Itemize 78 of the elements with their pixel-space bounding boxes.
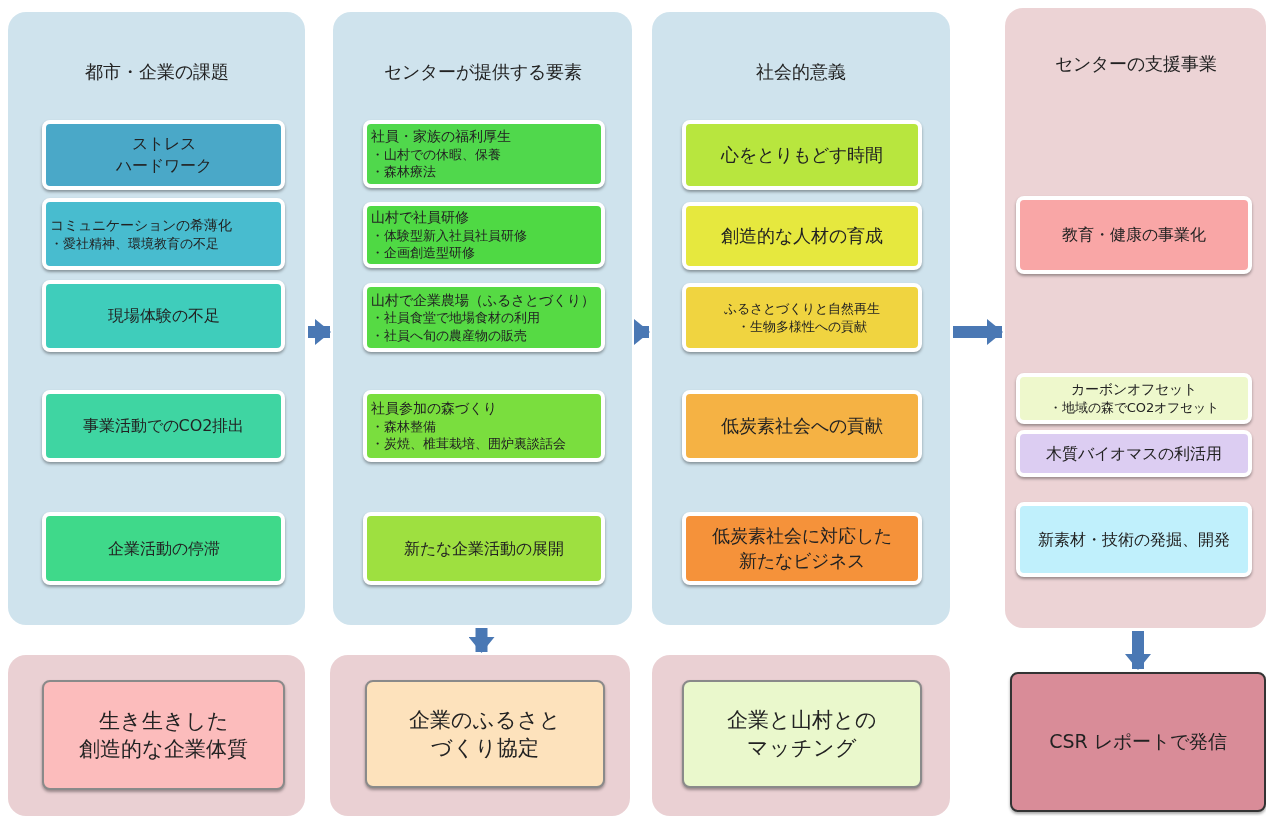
box-text: 低炭素社会に対応した [712, 524, 892, 549]
box-text: 創造的な企業体質 [79, 736, 248, 763]
box-text: 事業活動でのCO2排出 [82, 415, 245, 437]
box-text: CSR レポートで発信 [1049, 729, 1227, 755]
box-text: 新たなビジネス [739, 548, 865, 573]
box-text: づくり協定 [431, 735, 539, 762]
box-text: ハードワーク [115, 155, 212, 177]
box-text: ・森林整備 [371, 417, 436, 436]
item-box [363, 390, 605, 462]
box-text: コミュニケーションの希薄化 [50, 215, 232, 235]
item-box [682, 390, 922, 462]
column-panel [8, 12, 305, 625]
box-text: マッチング [747, 735, 857, 762]
box-text: 木質バイオマスの利活用 [1046, 442, 1222, 465]
box-text: 新素材・技術の発掘、開発 [1038, 528, 1230, 551]
box-text: ストレス [131, 133, 196, 155]
box-text: ・愛社精神、環境教育の不足 [50, 234, 219, 253]
box-text: ・炭焼、椎茸栽培、囲炉裏談話会 [371, 435, 566, 453]
box-text: 心をとりもどす時間 [721, 142, 883, 167]
box-text: 創造的な人材の育成 [721, 223, 883, 248]
box-text: 企業のふるさと [409, 706, 561, 734]
item-box [682, 202, 922, 270]
box-text: 現場体験の不足 [107, 305, 220, 327]
flow-arrow [953, 319, 1003, 345]
column-panel [652, 12, 950, 625]
item-box [1016, 196, 1252, 274]
item-box [1016, 502, 1252, 577]
box-text: 教育・健康の事業化 [1062, 224, 1206, 246]
flow-arrow [308, 319, 331, 345]
item-box [42, 198, 285, 270]
box-text: 企業と山村との [727, 706, 877, 734]
item-box [42, 120, 285, 190]
item-box [42, 512, 285, 585]
box-text: ・社員へ旬の農産物の販売 [371, 326, 527, 345]
flow-arrow [468, 628, 495, 653]
box-text: 新たな企業活動の展開 [404, 537, 564, 560]
item-box [42, 390, 285, 462]
box-text: ・生物多様性への貢献 [737, 317, 867, 336]
box-text: 社員参加の森づくり [371, 399, 497, 418]
outcome-box [42, 680, 285, 790]
item-box [42, 280, 285, 352]
item-box [682, 283, 922, 352]
item-box [363, 512, 605, 585]
column-panel [1005, 8, 1266, 628]
box-text: カーボンオフセット [1071, 380, 1197, 400]
report-box [1010, 672, 1266, 812]
box-text: ふるさとづくりと自然再生 [724, 299, 880, 318]
item-box [363, 202, 605, 268]
outcome-box [682, 680, 922, 788]
box-text: ・企画創造型研修 [371, 244, 475, 262]
column-panel [333, 12, 632, 625]
item-box [1016, 430, 1252, 477]
box-text: ・社員食堂で地場食材の利用 [371, 309, 540, 327]
outcome-box [365, 680, 605, 788]
item-box [1016, 373, 1252, 424]
box-text: 低炭素社会への貢献 [721, 413, 883, 438]
box-text: ・地域の森でCO2オフセット [1048, 399, 1220, 417]
box-text: 生き生きした [98, 707, 229, 735]
box-text: 山村で企業農場（ふるさとづくり） [371, 290, 595, 310]
flow-arrow [1125, 631, 1151, 670]
box-text: ・山村での休暇、保養 [371, 145, 501, 164]
column-heading: センターが提供する要素 [383, 60, 582, 84]
box-text: 山村で社員研修 [371, 208, 469, 227]
box-text: 社員・家族の福利厚生 [371, 127, 511, 146]
box-text: ・体験型新入社員社員研修 [371, 226, 527, 245]
item-box [363, 120, 605, 188]
item-box [682, 120, 922, 190]
flow-arrow [634, 319, 650, 345]
outcome-panel [652, 655, 950, 816]
item-box [363, 283, 605, 352]
column-heading: 都市・企業の課題 [84, 60, 229, 84]
column-heading: 社会的意義 [756, 60, 846, 84]
box-text: 企業活動の停滞 [107, 537, 220, 560]
outcome-panel [8, 655, 305, 816]
column-heading: センターの支援事業 [1054, 52, 1217, 76]
box-text: ・森林療法 [371, 163, 436, 181]
item-box [682, 512, 922, 585]
outcome-panel [330, 655, 630, 816]
